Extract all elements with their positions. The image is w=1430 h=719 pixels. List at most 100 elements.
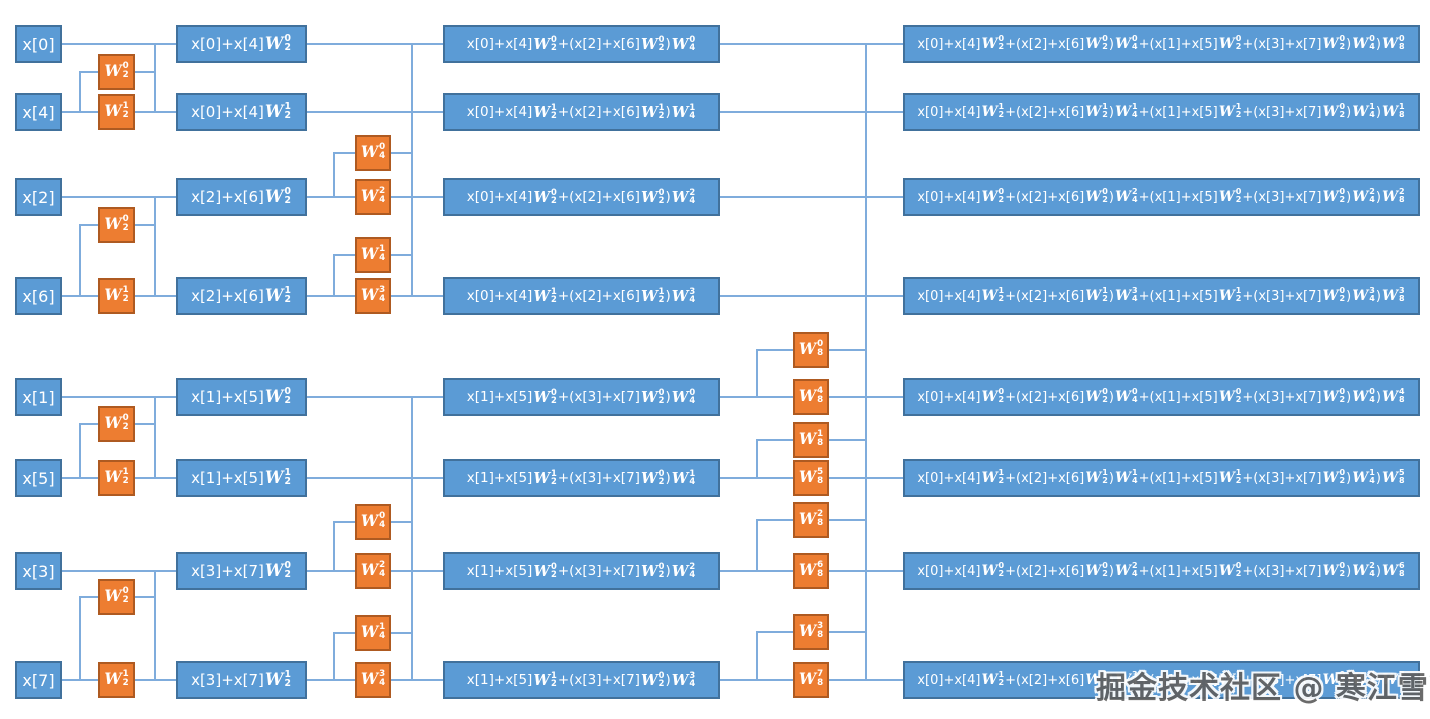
connector-hline [756,519,793,521]
connector-hline [62,570,176,572]
connector-hline [829,439,866,441]
connector-hline [720,43,903,45]
connector-hline [62,396,176,398]
connector-vline [79,224,81,297]
connector-hline [135,423,154,425]
input-box-x4: x[4] [15,93,62,131]
connector-hline [62,196,176,198]
connector-hline [391,254,412,256]
connector-hline [307,111,443,113]
connector-vline [333,521,335,572]
connector-hline [333,521,355,523]
connector-hline [135,224,154,226]
connector-hline [391,521,412,523]
connector-hline [756,439,793,441]
input-box-x5: x[5] [15,459,62,497]
connector-hline [756,631,793,633]
connector-hline [79,224,98,226]
connector-hline [720,196,903,198]
connector-hline [333,152,355,154]
connector-hline [756,349,793,351]
connector-hline [135,596,154,598]
connector-hline [720,111,903,113]
connector-vline [865,43,867,681]
